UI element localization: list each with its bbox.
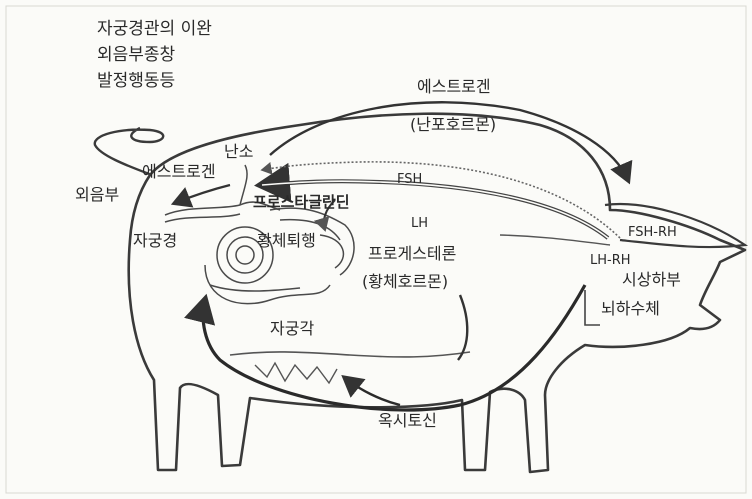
progesterone-label: 프로게스테론 — [368, 245, 456, 263]
progesterone-line — [458, 295, 467, 360]
oxytocin-label: 옥시토신 — [378, 412, 437, 430]
prostaglandin-label: 프로스타글란딘 — [253, 193, 350, 211]
oxytocin-path — [203, 285, 585, 410]
effect-estrus-behavior: 발정행동등 — [97, 72, 175, 90]
estrogen-top-label: 에스트로겐 — [417, 78, 491, 96]
estrogen-to-vulva-arrow — [175, 185, 230, 203]
mammary-outline — [255, 363, 337, 383]
progesterone-sublabel: (황체호르몬) — [362, 273, 448, 291]
ovary-label: 난소 — [224, 143, 253, 161]
cervix-label: 자궁경 — [133, 232, 177, 250]
effect-cervix-relaxation: 자궁경관의 이완 — [97, 20, 212, 38]
pituitary-marker — [585, 290, 600, 325]
vulva-label: 외음부 — [75, 186, 119, 204]
hypothalamus-label: 시상하부 — [622, 271, 681, 289]
effect-vulva-swelling: 외음부종창 — [97, 46, 175, 64]
lh-label: LH — [411, 215, 428, 233]
belly-line — [230, 352, 470, 357]
uterine-horn-label: 자궁각 — [270, 320, 314, 338]
lh-line — [500, 235, 610, 245]
lh-rh-label: LH-RH — [590, 252, 631, 270]
estrogen-left-label: 에스트로겐 — [142, 163, 216, 181]
fsh-label: FSH — [397, 171, 422, 189]
estrogen-top-sublabel: (난포호르몬) — [410, 116, 496, 134]
fsh-rh-label: FSH-RH — [628, 224, 677, 242]
oxytocin-arrow-to-mammary — [345, 378, 400, 405]
pituitary-label: 뇌하수체 — [601, 300, 660, 318]
corpus-luteum-regression-label: 황체퇴행 — [257, 232, 316, 250]
